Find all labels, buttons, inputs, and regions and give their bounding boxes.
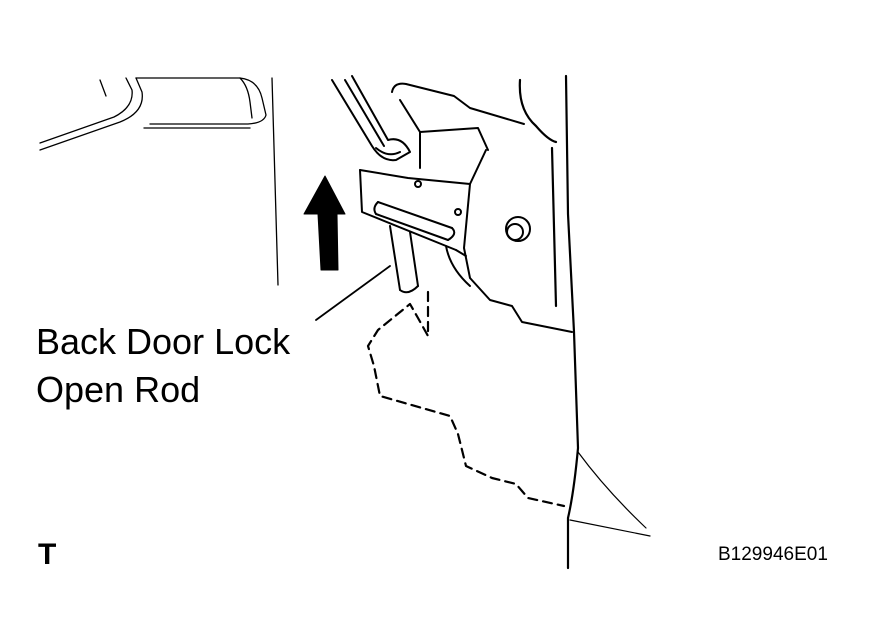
figure-code: B129946E01 [718,544,828,565]
lock-bracket [359,82,573,333]
callout-leader-line [315,265,391,321]
callout-label-line2: Open Rod [36,369,201,410]
arrow-up-icon [303,175,346,271]
callout-label-line1: Back Door Lock [36,321,291,362]
hinge-arm [331,75,411,162]
sill-panel [569,451,651,537]
callout-label: Back Door Lock Open Rod [36,318,290,414]
hidden-outline-dashed [366,290,566,508]
trim-panel [39,77,279,286]
pillar-edge [518,74,580,570]
open-rod [389,225,419,294]
view-letter: T [38,538,57,571]
